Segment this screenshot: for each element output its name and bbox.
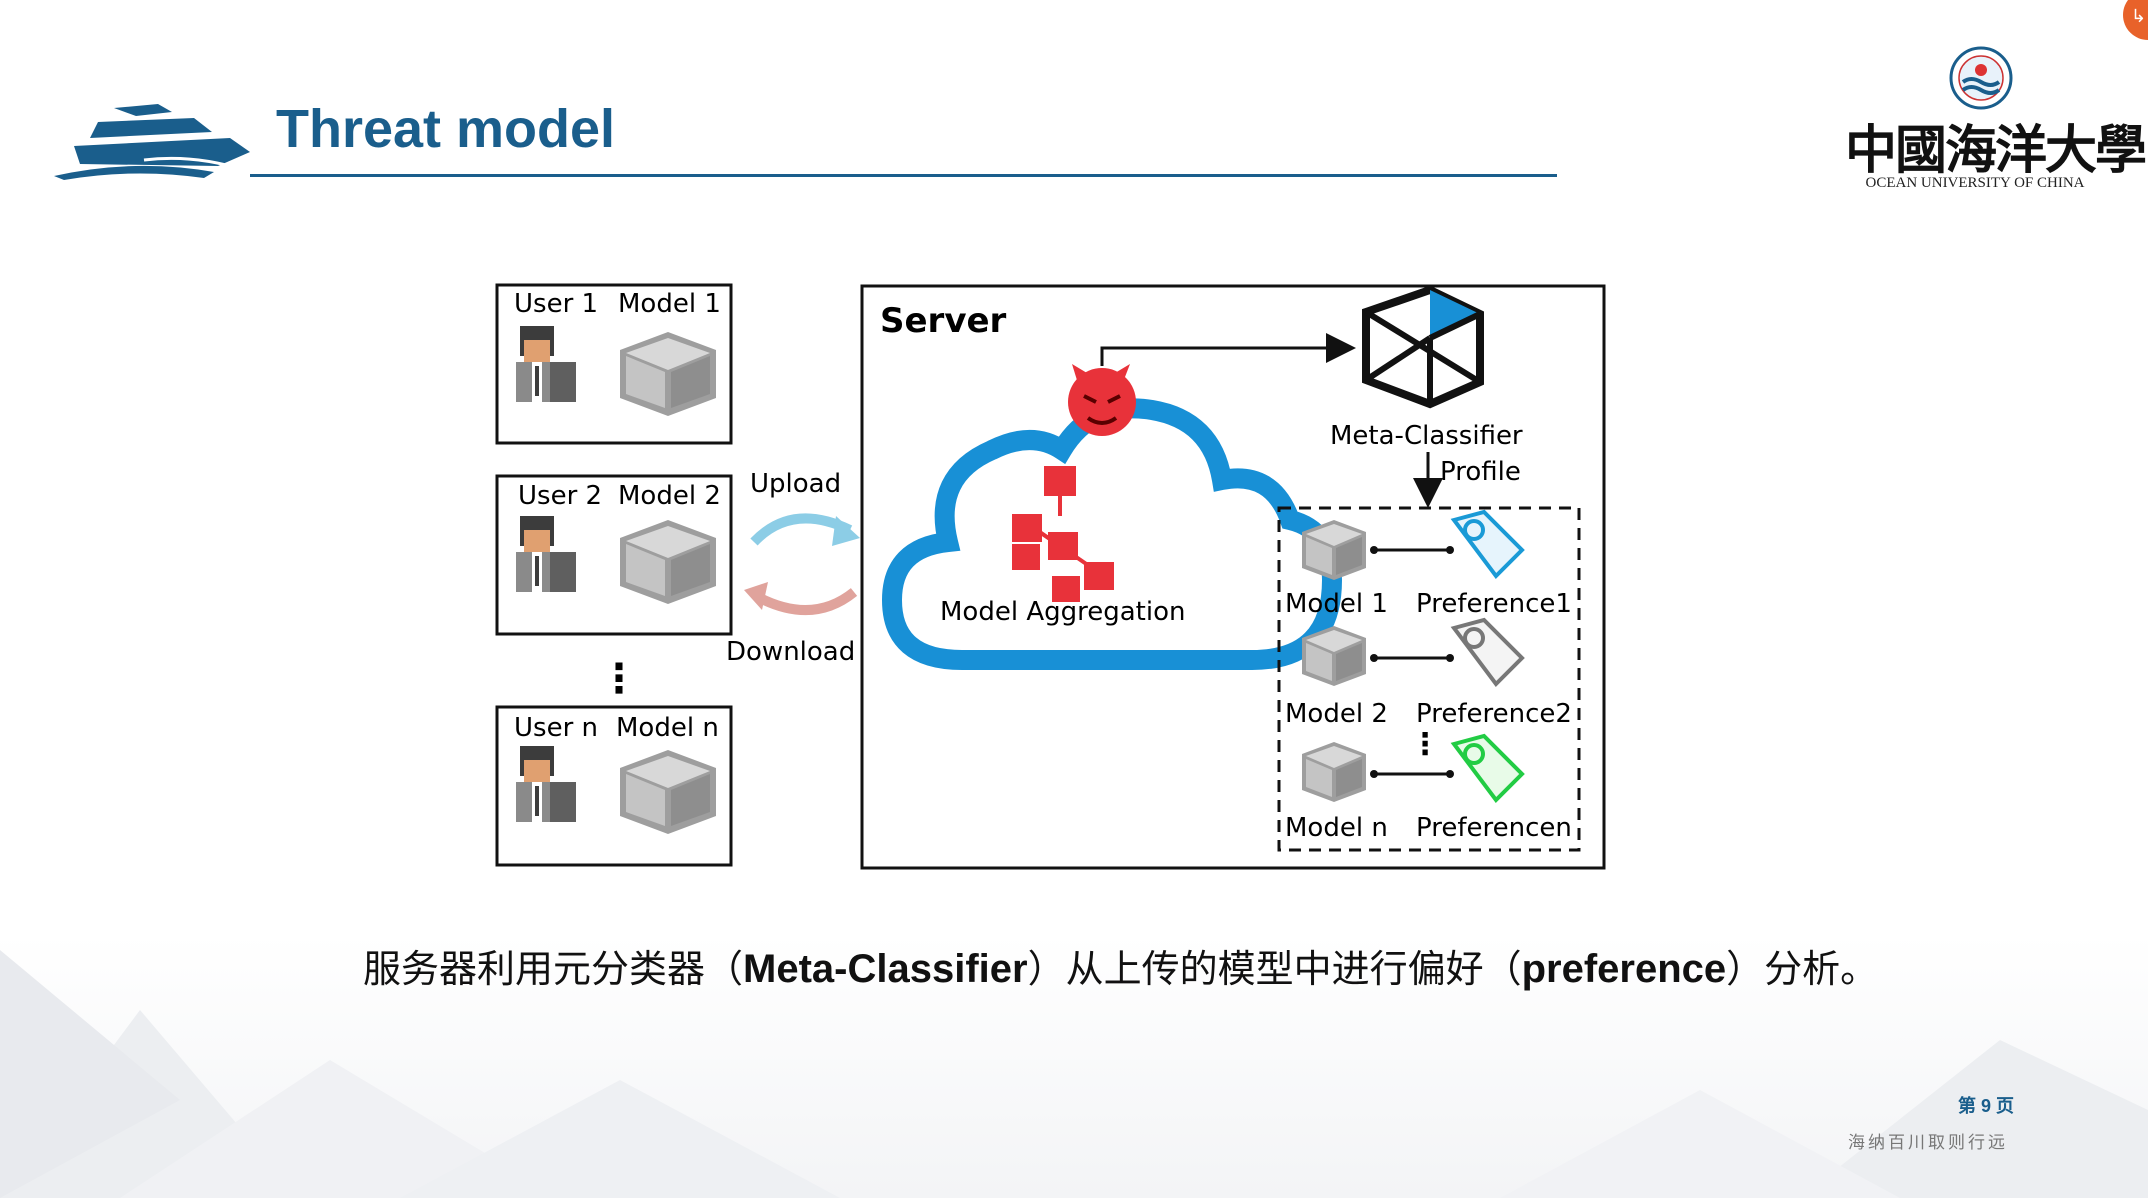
preference-tag-icon xyxy=(1450,733,1525,804)
university-logo: 中國海洋大學 OCEAN UNIVERSITY OF CHINA xyxy=(1845,42,2147,202)
caption-term-preference: preference xyxy=(1521,947,1727,991)
model-label-1: Model 1 xyxy=(618,289,721,319)
preference-tag-icon xyxy=(1450,617,1525,688)
profiles-ellipsis: ⋮ xyxy=(1410,727,1440,762)
caption-part-2: ）从上传的模型中进行偏好（ xyxy=(1027,947,1522,991)
model-cube-icon xyxy=(1302,520,1366,580)
user-label-n: User n xyxy=(514,713,598,743)
university-seal-icon xyxy=(1949,46,2013,110)
aggregation-network-icon xyxy=(1012,466,1114,602)
model-label-2: Model 2 xyxy=(618,481,721,511)
users-ellipsis: ⋮ xyxy=(599,656,639,702)
caption-part-3: ）分析。 xyxy=(1726,947,1879,991)
profile-model-label-1: Model 1 xyxy=(1285,589,1388,619)
attacker-arrow xyxy=(1100,333,1356,366)
meta-classifier-label: Meta-Classifier xyxy=(1330,421,1523,451)
profile-model-label-n: Model n xyxy=(1285,813,1388,843)
profile-row-n: Model n Preferencen xyxy=(1285,733,1572,843)
download-arrow-icon xyxy=(753,588,858,616)
user-label-2: User 2 xyxy=(518,481,602,511)
user-panel-1: User 1 Model 1 xyxy=(495,283,733,445)
preference-label-2: Preference2 xyxy=(1416,699,1572,729)
caption-term-meta-classifier: Meta-Classifier xyxy=(743,947,1028,991)
model-cube-icon xyxy=(620,332,716,416)
model-label-n: Model n xyxy=(616,713,719,743)
university-name-en: OCEAN UNIVERSITY OF CHINA xyxy=(1865,175,2085,191)
preference-label-n: Preferencen xyxy=(1416,813,1572,843)
user-panel-n: User n Model n xyxy=(495,705,733,867)
preference-tag-icon xyxy=(1450,509,1525,580)
profile-model-label-2: Model 2 xyxy=(1285,699,1388,729)
user-label-1: User 1 xyxy=(514,289,598,319)
profile-row-2: Model 2 Preference2 xyxy=(1285,617,1572,729)
model-cube-icon xyxy=(1302,742,1366,802)
preference-label-1: Preference1 xyxy=(1416,589,1572,619)
aggregation-label: Model Aggregation xyxy=(940,597,1185,627)
title-underline xyxy=(250,174,1557,177)
profile-container xyxy=(1277,506,1581,852)
ship-logo xyxy=(54,98,250,189)
upload-label: Upload xyxy=(750,469,841,499)
attacker-devil-icon xyxy=(1068,364,1136,436)
slide-caption: 服务器利用元分类器（Meta-Classifier）从上传的模型中进行偏好（pr… xyxy=(363,938,1878,993)
download-label: Download xyxy=(726,637,855,667)
university-motto: 海纳百川取则行远 xyxy=(1848,1133,2008,1152)
user-panel-2: User 2 Model 2 xyxy=(495,474,733,636)
page-number: 第 9 页 xyxy=(1958,1096,2015,1116)
server-label: Server xyxy=(880,301,1007,341)
threat-model-diagram: User 1 Model 1 User 2 Model 2 ⋮ User n M… xyxy=(495,283,1606,870)
profile-row-1: Model 1 Preference1 xyxy=(1285,509,1572,619)
university-name-cn: 中國海洋大學 xyxy=(1845,120,2147,181)
model-cube-icon xyxy=(1302,626,1366,686)
page-title: Threat model xyxy=(276,99,616,159)
exit-icon: ↳ xyxy=(2131,6,2147,26)
caption-part-1: 服务器利用元分类器（ xyxy=(363,947,744,991)
meta-classifier-box-icon xyxy=(1362,285,1484,409)
profile-label: Profile xyxy=(1440,457,1521,487)
